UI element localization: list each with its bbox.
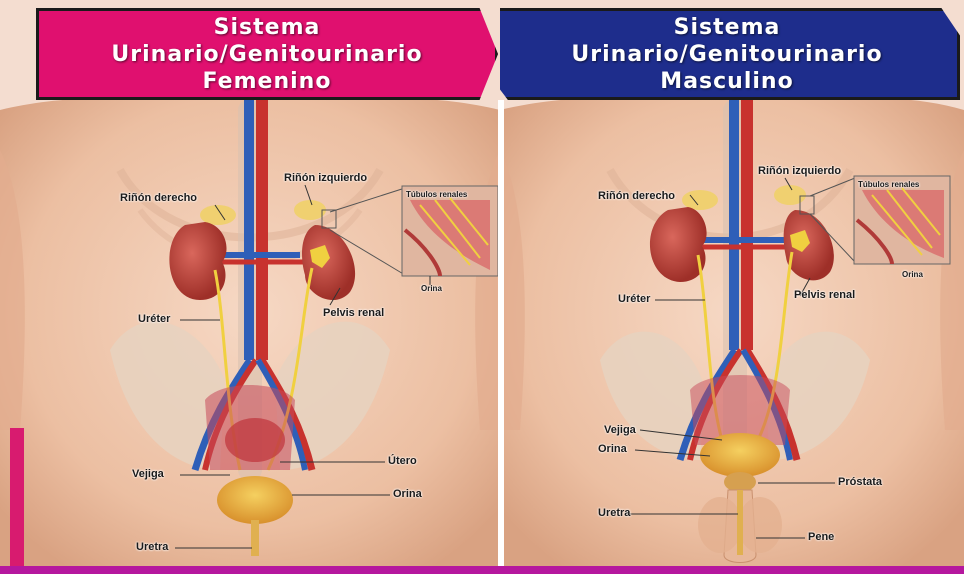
male-title-banner: Sistema Urinario/Genitourinario Masculin… <box>500 8 960 100</box>
male-title-line-3: Masculino <box>660 68 793 95</box>
female-title-line-2: Urinario/Genitourinario <box>111 41 422 68</box>
female-title-banner: Sistema Urinario/Genitourinario Femenino <box>36 8 498 100</box>
label-orina-inset: Orina <box>421 284 442 293</box>
label-orina-inset-m: Orina <box>902 270 923 279</box>
label-rinon-izquierdo-m: Riñón izquierdo <box>758 165 841 177</box>
label-tubulos-renales-m: Túbulos renales <box>858 180 919 189</box>
male-title-line-2: Urinario/Genitourinario <box>571 41 882 68</box>
female-title-line-1: Sistema <box>214 14 321 41</box>
label-orina: Orina <box>393 488 422 500</box>
label-vejiga-m: Vejiga <box>604 424 636 436</box>
label-uretra: Uretra <box>136 541 168 553</box>
label-pelvis-renal-m: Pelvis renal <box>794 289 855 301</box>
label-rinon-derecho-m: Riñón derecho <box>598 190 675 202</box>
bottom-accent-bar <box>0 566 964 574</box>
label-ureter-m: Uréter <box>618 293 650 305</box>
male-title-line-1: Sistema <box>674 14 781 41</box>
pink-accent-bar <box>10 428 24 574</box>
panel-divider <box>498 100 504 570</box>
female-panel: Sistema Urinario/Genitourinario Femenino… <box>0 0 500 574</box>
label-vejiga: Vejiga <box>132 468 164 480</box>
label-rinon-izquierdo: Riñón izquierdo <box>284 172 367 184</box>
label-prostata-m: Próstata <box>838 476 882 488</box>
label-pelvis-renal: Pelvis renal <box>323 307 384 319</box>
label-ureter: Uréter <box>138 313 170 325</box>
label-tubulos-renales: Túbulos renales <box>406 190 467 199</box>
male-panel: Sistema Urinario/Genitourinario Masculin… <box>500 0 964 574</box>
label-orina-m: Orina <box>598 443 627 455</box>
label-pene-m: Pene <box>808 531 834 543</box>
label-rinon-derecho: Riñón derecho <box>120 192 197 204</box>
label-uretra-m: Uretra <box>598 507 630 519</box>
label-utero: Útero <box>388 455 417 467</box>
female-title-line-3: Femenino <box>203 68 332 95</box>
